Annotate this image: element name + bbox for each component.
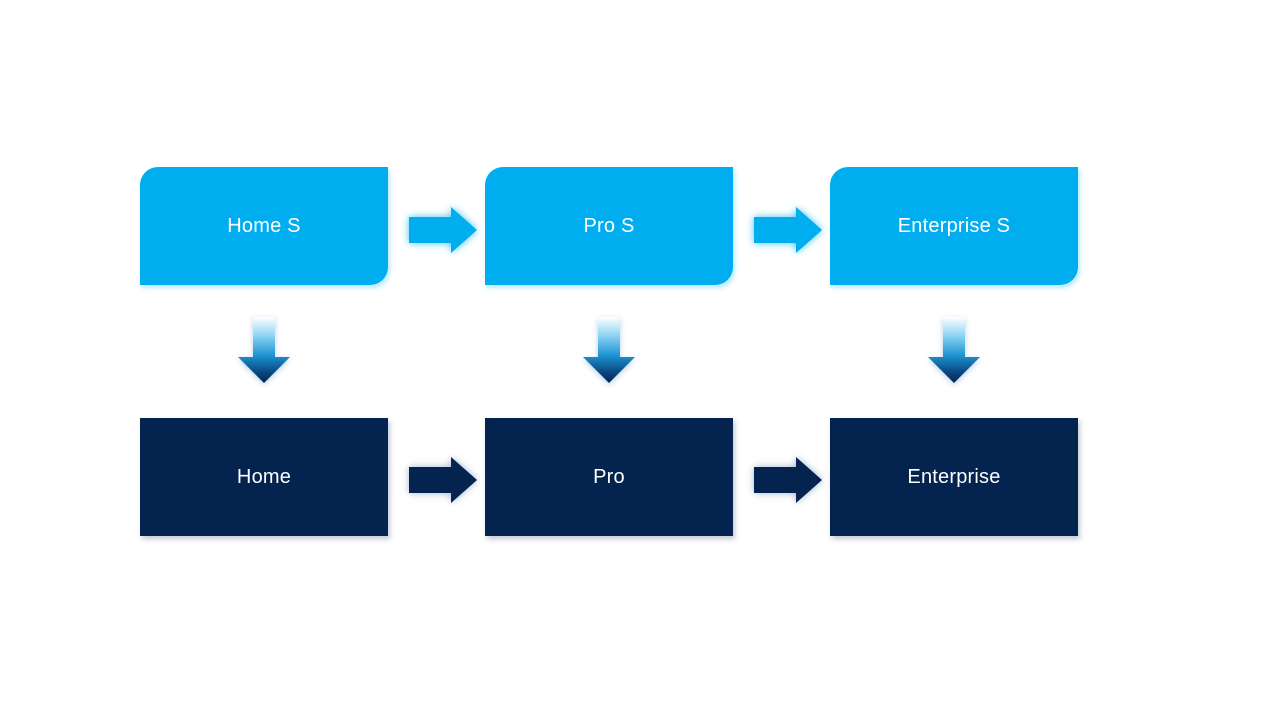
- node-label: Enterprise S: [897, 214, 1011, 237]
- down-arrow-icon: [928, 317, 980, 383]
- right-arrow-icon: [754, 207, 822, 253]
- node-label: Home: [236, 465, 292, 488]
- node-pro: Pro: [485, 418, 733, 536]
- down-arrow-icon: [583, 317, 635, 383]
- node-enterprise-s: Enterprise S: [830, 167, 1078, 285]
- node-label: Pro S: [583, 214, 635, 237]
- node-label: Pro: [593, 465, 625, 488]
- right-arrow-icon: [409, 457, 477, 503]
- right-arrow-icon: [409, 207, 477, 253]
- node-enterprise: Enterprise: [830, 418, 1078, 536]
- node-pro-s: Pro S: [485, 167, 733, 285]
- node-home: Home: [140, 418, 388, 536]
- node-home-s: Home S: [140, 167, 388, 285]
- right-arrow-icon: [754, 457, 822, 503]
- node-label: Enterprise: [907, 465, 1001, 488]
- node-label: Home S: [227, 214, 301, 237]
- down-arrow-icon: [238, 317, 290, 383]
